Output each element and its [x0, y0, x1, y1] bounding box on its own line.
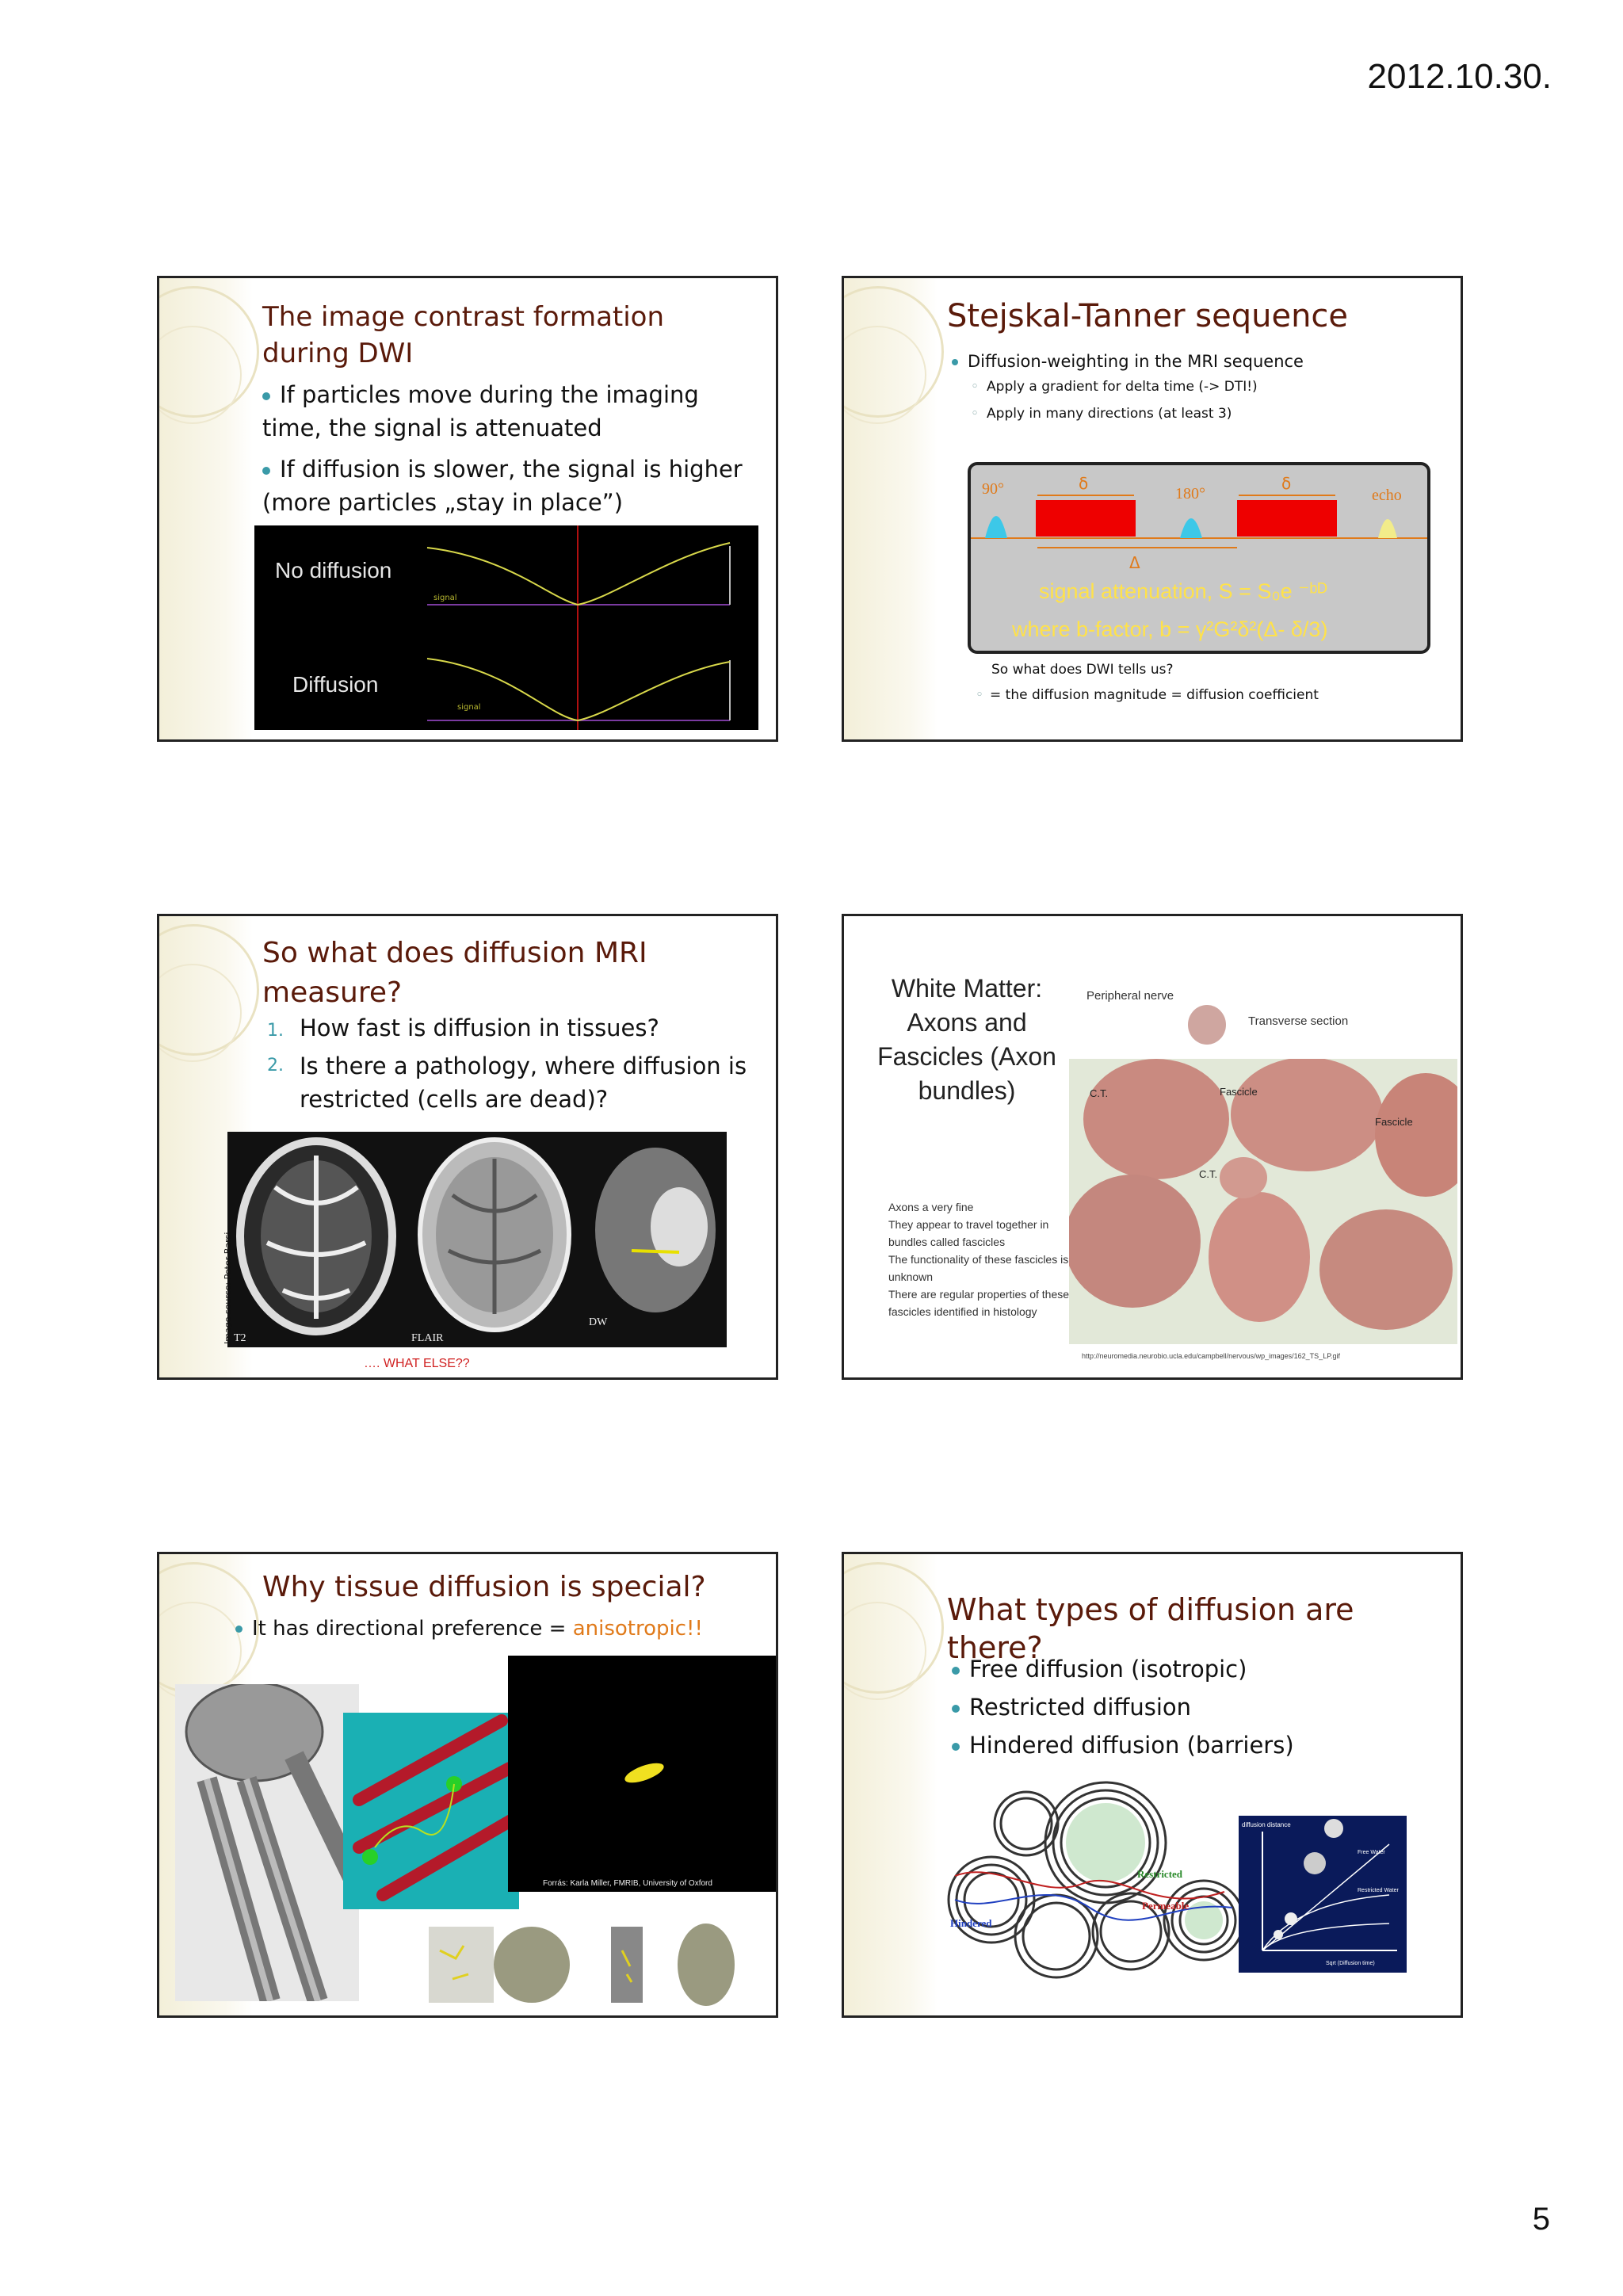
slide-diffusion-measure: So what does diffusion MRI measure? 1.Ho…: [157, 914, 778, 1380]
bullet-item: Diffusion-weighting in the MRI sequence: [952, 350, 1443, 373]
histology-image: Fascicle Fascicle C.T. C.T.: [1069, 1059, 1457, 1344]
white-matter-heading: White Matter: Axons and Fascicles (Axon …: [877, 974, 1056, 1105]
slide-decoration: [844, 278, 944, 739]
equation-signal-attenuation: signal attenuation, S = S₀e ⁻ᵇᴰ: [1039, 579, 1327, 603]
slide-stejskal-tanner: Stejskal-Tanner sequence Diffusion-weigh…: [842, 276, 1463, 742]
svg-text:FLAIR: FLAIR: [411, 1332, 444, 1344]
source-url: http://neuromedia.neurobio.ucla.edu/camp…: [1082, 1352, 1341, 1360]
signal-label: signal: [433, 594, 457, 602]
label-peripheral-nerve: Peripheral nerve: [1086, 989, 1174, 1003]
svg-text:T2: T2: [234, 1332, 246, 1344]
diffusion-rings-figure: Restricted Permeable Hindered: [947, 1781, 1248, 1982]
slide-decoration: [159, 278, 259, 739]
svg-text:180°: 180°: [1175, 485, 1205, 502]
slide-white-matter: White Matter: Axons and Fascicles (Axon …: [842, 914, 1463, 1380]
equation-b-factor: where b-factor, b = γ²G²δ²(Δ- δ/3): [1011, 617, 1327, 641]
answer-text: ◦= the diffusion magnitude = diffusion c…: [976, 687, 1319, 703]
sub-bullet: ◦Apply a gradient for delta time (-> DTI…: [971, 379, 1258, 395]
svg-text:diffusion distance: diffusion distance: [1242, 1821, 1291, 1828]
slide-title: Stejskal-Tanner sequence: [947, 298, 1349, 334]
mri-t2-image: T2: [227, 1132, 405, 1347]
pulse-sequence-figure: 90° δ δ 180° echo Δ signal attenuation, …: [968, 462, 1430, 655]
bullet-dot-icon: [952, 1743, 960, 1751]
slide-title: What types of diffusion are there?: [947, 1592, 1354, 1665]
svg-text:Fascicle: Fascicle: [1220, 1086, 1258, 1098]
svg-text:Permeable: Permeable: [1142, 1900, 1189, 1912]
image-credit: Forrás: Karla Miller, FMRIB, University …: [543, 1879, 712, 1888]
tensor-glyphs: [429, 1919, 762, 2008]
bullet-dot-icon: [952, 1705, 960, 1713]
slide-tissue-diffusion: Why tissue diffusion is special? It has …: [157, 1552, 778, 2018]
slide-dwi-contrast: The image contrast formation during DWI …: [157, 276, 778, 742]
diffusion-signal-figure: No diffusion Diffusion signal signal: [254, 525, 758, 730]
axon-illustration: [175, 1684, 359, 2001]
anisotropic-highlight: anisotropic!!: [572, 1617, 703, 1641]
svg-text:Fascicle: Fascicle: [1375, 1116, 1413, 1128]
svg-text:δ: δ: [1079, 474, 1088, 493]
label-transverse-section: Transverse section: [1248, 1014, 1349, 1028]
bullet-item: It has directional preference = anisotro…: [235, 1614, 703, 1643]
slide-title: So what does diffusion MRI measure?: [262, 937, 647, 1009]
label-diffusion: Diffusion: [292, 672, 378, 697]
numbered-item: 2.Is there a pathology, where diffusion …: [267, 1052, 747, 1113]
bullet-item: If particles move during the imaging tim…: [262, 381, 699, 441]
svg-text:echo: echo: [1372, 487, 1402, 504]
svg-text:Restricted Water: Restricted Water: [1358, 1888, 1400, 1893]
bullet-item: Restricted diffusion: [952, 1690, 1191, 1724]
question-text: So what does DWI tells us?: [991, 662, 1174, 678]
bullet-dot-icon: [262, 392, 270, 400]
mri-dw-image: DW: [584, 1132, 727, 1347]
svg-text:C.T.: C.T.: [1090, 1087, 1108, 1099]
svg-text:Δ: Δ: [1129, 553, 1140, 572]
white-matter-description: Axons a very fine They appear to travel …: [888, 1201, 1070, 1318]
diffusion-tensor-image: Forrás: Karla Miller, FMRIB, University …: [508, 1656, 776, 1892]
svg-text:Free Water: Free Water: [1358, 1850, 1385, 1855]
slide-title: The image contrast formation during DWI: [262, 301, 665, 369]
svg-text:Hindered: Hindered: [950, 1917, 992, 1929]
bullet-dot-icon: [262, 467, 270, 475]
bullet-dot-icon: [952, 359, 958, 365]
bullet-item: Free diffusion (isotropic): [952, 1652, 1247, 1686]
page-date: 2012.10.30.: [1367, 57, 1552, 96]
svg-text:Restricted: Restricted: [1137, 1868, 1183, 1880]
mri-flair-image: FLAIR: [405, 1132, 584, 1347]
what-else-caption: …. WHAT ELSE??: [364, 1357, 470, 1370]
slide-decoration: [844, 1554, 944, 2015]
page-number: 5: [1532, 2202, 1550, 2237]
svg-text:DW: DW: [589, 1316, 608, 1328]
svg-text:C.T.: C.T.: [1199, 1168, 1217, 1180]
svg-text:δ: δ: [1281, 474, 1291, 493]
svg-text:Sqrt (Diffusion time): Sqrt (Diffusion time): [1326, 1961, 1375, 1966]
nerve-thumbnail: [1188, 1005, 1226, 1045]
sub-bullet: ◦Apply in many directions (at least 3): [971, 406, 1232, 422]
svg-text:90°: 90°: [982, 480, 1004, 498]
signal-label: signal: [457, 703, 481, 712]
diffusion-distance-chart: diffusion distance Free Water Restricted…: [1239, 1816, 1407, 1973]
bullet-item: If diffusion is slower, the signal is hi…: [262, 456, 743, 516]
diffusion-barrier-illustration: [343, 1713, 519, 1909]
numbered-item: 1.How fast is diffusion in tissues?: [267, 1014, 659, 1041]
bullet-item: Hindered diffusion (barriers): [952, 1729, 1294, 1762]
slide-diffusion-types: What types of diffusion are there? Free …: [842, 1552, 1463, 2018]
bullet-dot-icon: [235, 1626, 242, 1633]
image-source-credit: Image source: Peter Barsi: [223, 1232, 233, 1344]
slide-title: Why tissue diffusion is special?: [262, 1571, 706, 1603]
label-no-diffusion: No diffusion: [275, 558, 391, 583]
bullet-dot-icon: [952, 1667, 960, 1675]
